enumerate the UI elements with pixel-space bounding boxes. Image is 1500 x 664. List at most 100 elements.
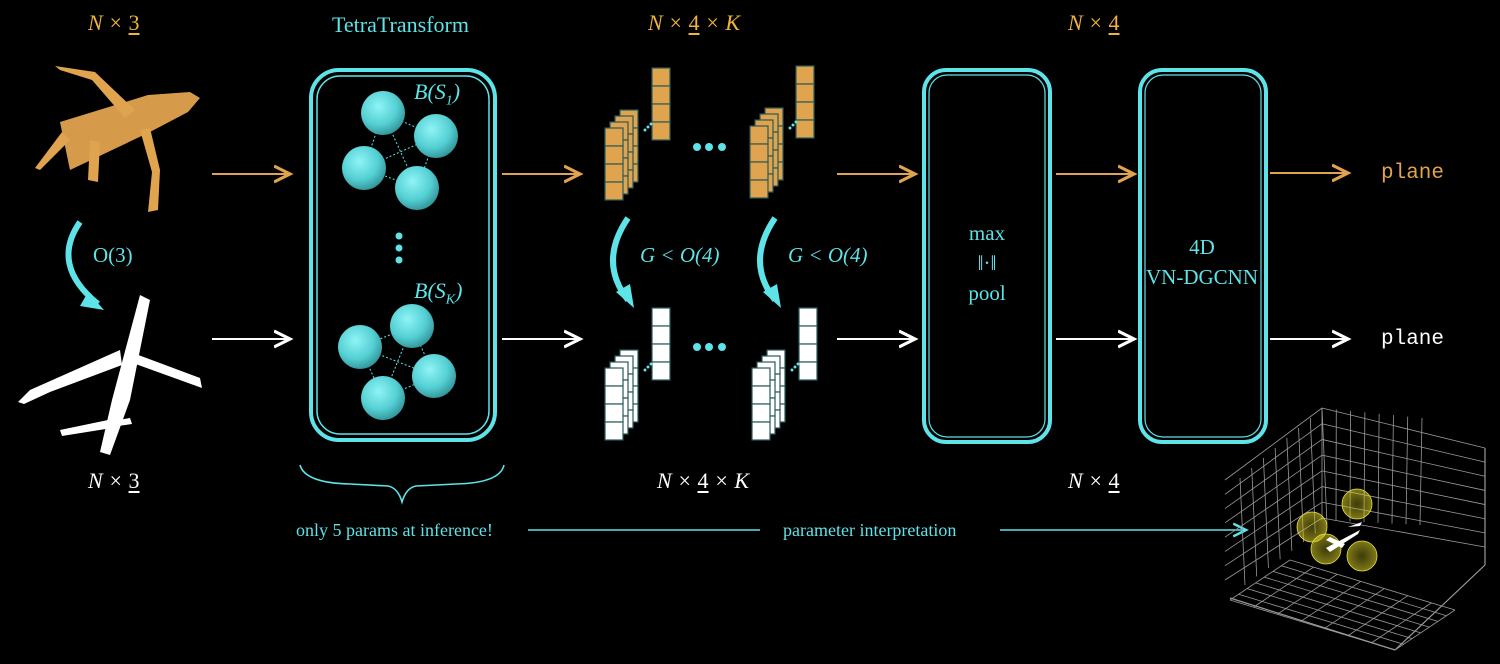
dim-underlined: 3 [128, 468, 140, 493]
grid-line [1224, 407, 1323, 481]
grid-line [1394, 564, 1486, 651]
dim-prefix: N × [88, 468, 129, 493]
output-label-top: plane [1381, 162, 1445, 185]
label-sub: K [445, 292, 456, 308]
stack-link-dots [788, 120, 798, 130]
feature-vector-stack-icon [751, 367, 771, 441]
dim-underlined: 4 [1108, 468, 1120, 493]
grid-line [1321, 454, 1486, 491]
dim-suffix: × K [699, 10, 741, 35]
dim-prefix: N × [657, 468, 698, 493]
airplane-point-cloud-icon [18, 295, 202, 455]
grid-line [1281, 565, 1447, 617]
feature-vector-column [651, 67, 671, 141]
grid-line [1251, 467, 1258, 577]
dim-underlined: 3 [128, 10, 140, 35]
wing-left [18, 350, 122, 404]
output-label-bottom: plane [1381, 328, 1445, 351]
feature-cell [749, 179, 769, 199]
pool-line-pool: pool [968, 281, 1006, 305]
stack-link-dots [643, 362, 653, 372]
feature-cell [604, 145, 624, 165]
grid-line [1377, 413, 1380, 523]
wing-right [140, 128, 160, 212]
ellipsis-dot [395, 232, 403, 240]
curved-arrow-icon [65, 220, 100, 307]
grid-line [1276, 573, 1338, 615]
grid-line [1247, 588, 1413, 639]
feature-cell [651, 361, 671, 381]
feature-cell [604, 403, 624, 423]
classifier-box-inner [1144, 74, 1262, 438]
grid-line [1371, 602, 1432, 644]
dim-prefix: N × [1068, 468, 1109, 493]
feature-cell [651, 307, 671, 327]
grid-line [1321, 423, 1486, 463]
feature-cell [749, 161, 769, 181]
feature-cell [751, 403, 771, 423]
sphere-icon [338, 325, 382, 369]
grid-line [1300, 581, 1361, 622]
inference-note: only 5 params at inference! [296, 520, 493, 540]
feature-cell [651, 67, 671, 87]
feature-cell [749, 143, 769, 163]
feature-cell [798, 361, 818, 381]
feature-cell [795, 101, 815, 121]
sphere-icon [342, 146, 386, 190]
pool-box-inner [928, 74, 1046, 438]
grid-line [1229, 559, 1291, 601]
sphere-set-label-last: B(SK) [414, 278, 463, 308]
parameter-interpretation-label: parameter interpretation [783, 520, 957, 540]
sphere-set-label-first: B(S1) [414, 79, 461, 109]
grid-line [1321, 439, 1486, 477]
grid-line [1286, 437, 1293, 551]
group-label-right: G < O(4) [788, 243, 868, 267]
grid-line [1224, 470, 1323, 538]
pool-dim-bottom: N × 4 [1068, 468, 1120, 494]
feature-vector-column [798, 307, 818, 381]
wing-right [125, 350, 202, 388]
feature-cell [604, 163, 624, 183]
sphere-set-last [338, 304, 456, 420]
dim-underlined: 4 [697, 468, 709, 493]
sphere-icon [412, 354, 456, 398]
feature-vector-stack-icon [604, 127, 624, 201]
label-sub: 1 [445, 93, 453, 109]
feature-cell [604, 421, 624, 441]
dim-prefix: N × [648, 10, 689, 35]
pool-line-max: max [968, 221, 1006, 245]
feature-dim-top: N × 4 × K [648, 10, 740, 36]
brace [299, 464, 505, 505]
tail-left [60, 420, 112, 436]
pool-box [922, 68, 1052, 444]
feature-cell [604, 367, 624, 387]
interpretation-spheres [1296, 488, 1378, 572]
label-text: B(S [414, 278, 446, 303]
airplane-point-cloud-icon [1326, 522, 1362, 552]
feature-vector-stack-icon [604, 367, 624, 441]
grid-line [1224, 439, 1323, 509]
feature-cell [798, 325, 818, 345]
grid-line [1239, 477, 1246, 586]
pool-block-text: max ‖·‖ pool [925, 218, 1049, 308]
dim-underlined: 4 [688, 10, 700, 35]
classifier-block-text: 4D VN-DGCNN [1140, 232, 1264, 292]
feature-cell [749, 125, 769, 145]
tail-right [118, 418, 132, 426]
grid-line [1224, 501, 1323, 567]
grid-line [1321, 517, 1486, 548]
feature-cell [651, 103, 671, 123]
fuselage [100, 295, 150, 455]
feature-cell [604, 127, 624, 147]
sphere-icon [361, 376, 405, 420]
tail-fin [35, 132, 70, 170]
grid-line [1272, 571, 1438, 622]
grid-line [1321, 407, 1328, 526]
grid-line [1274, 447, 1281, 560]
grid-line [1324, 588, 1385, 629]
group-label-left: G < O(4) [640, 243, 720, 267]
tail [88, 140, 100, 182]
tetra-transform-title: TetraTransform [332, 12, 469, 37]
pool-dim-top: N × 4 [1068, 10, 1120, 36]
dim-prefix: N × [88, 10, 129, 35]
